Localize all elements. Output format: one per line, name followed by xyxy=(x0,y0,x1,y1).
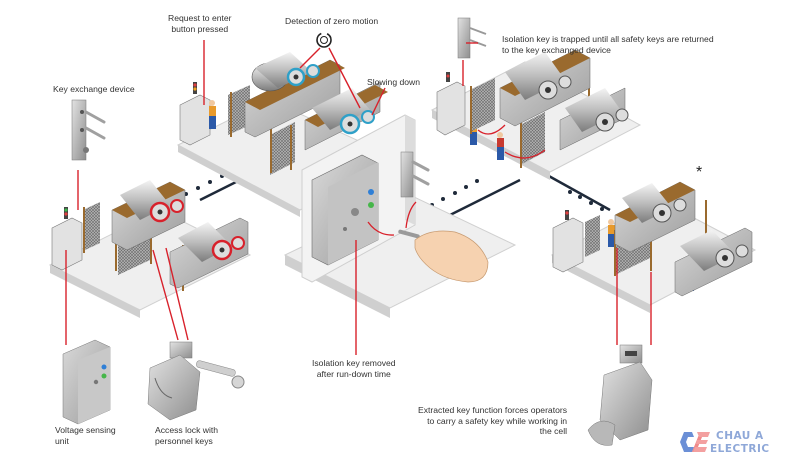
conveyor-rollers xyxy=(244,52,388,151)
hand-with-key-icon xyxy=(398,229,489,283)
conveyor-rollers xyxy=(499,49,629,151)
cell-left xyxy=(48,99,252,318)
label-slowing-down: Slowing down xyxy=(367,77,421,87)
safety-fence xyxy=(470,72,590,168)
asterisk-mark: * xyxy=(696,164,703,181)
label-isolation-trapped: Isolation key is trapped until all safet… xyxy=(502,34,714,55)
control-cabinet xyxy=(436,72,466,136)
worker xyxy=(209,100,216,129)
brand-name: CHAU A ELECTRIC xyxy=(710,430,770,455)
label-key-exchange-device: Key exchange device xyxy=(53,84,135,94)
isolation-station xyxy=(283,114,517,318)
zero-motion-icon xyxy=(316,32,332,48)
conveyor-rollers xyxy=(111,180,249,289)
callout-lines xyxy=(65,40,652,355)
cell-top-right xyxy=(430,17,642,180)
cae-logo-icon xyxy=(680,432,710,452)
label-access-lock: Access lock with personnel keys xyxy=(155,425,219,446)
access-lock-icon xyxy=(147,341,245,421)
label-zero-motion: Detection of zero motion xyxy=(285,16,379,26)
brand-logo: CHAU A ELECTRIC xyxy=(680,428,798,458)
control-cabinet xyxy=(552,210,584,273)
key-exchange-device-top xyxy=(457,17,487,59)
key-exchange-device-center xyxy=(400,151,430,198)
conveyor-rollers xyxy=(614,181,753,297)
label-extracted-key: Extracted key function forces operators … xyxy=(418,405,568,436)
cell-right xyxy=(550,181,757,313)
control-cabinet xyxy=(51,207,83,271)
safety-fence xyxy=(228,85,295,175)
label-request-enter: Request to enter button pressed xyxy=(168,13,232,34)
safety-key-lock-icon xyxy=(587,344,653,446)
isolation-switch-panel xyxy=(311,154,379,266)
key-transfer-arrow xyxy=(477,124,506,135)
control-cabinet xyxy=(179,82,211,146)
key-remove-arrow xyxy=(367,221,395,236)
voltage-sensing-unit-icon xyxy=(62,339,111,425)
label-isolation-removed: Isolation key removed after run-down tim… xyxy=(312,358,396,379)
key-exchange-device xyxy=(71,99,106,161)
key-insert-arrow xyxy=(405,201,417,229)
label-voltage-sensing: Voltage sensing unit xyxy=(55,425,116,446)
